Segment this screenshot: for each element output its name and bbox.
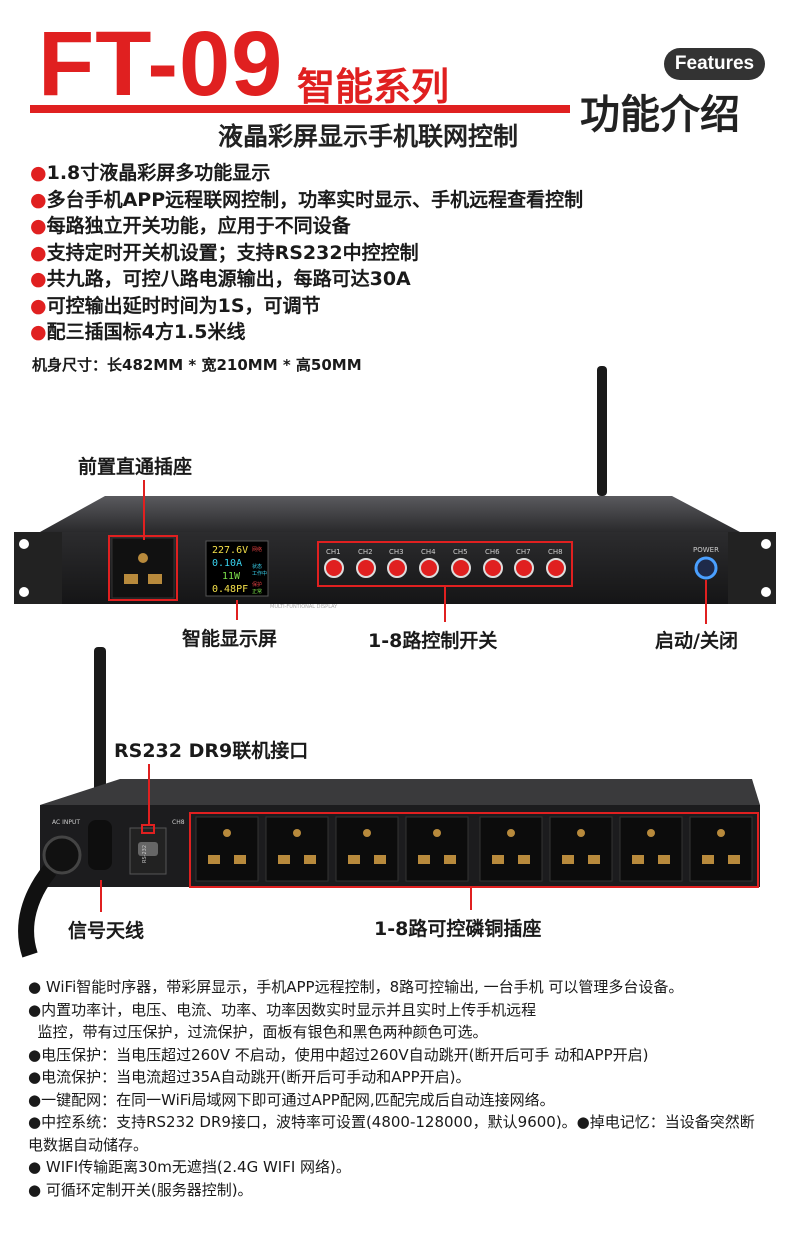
- rear-panel-image: AC INPUT CH8 RS-232: [18, 647, 760, 958]
- label-power: 启动/关闭: [655, 630, 738, 652]
- ch-switch-icon: [483, 558, 503, 578]
- ch-switch-icon: [546, 558, 566, 578]
- outlet-icon: [619, 816, 683, 882]
- ch-label: CH1: [326, 548, 341, 556]
- svg-text:保护: 保护: [252, 581, 262, 588]
- bullet-icon: ●: [30, 162, 47, 184]
- header-underline: [30, 105, 570, 113]
- feature-item: ●配三插国标4方1.5米线: [30, 321, 246, 343]
- ch-label: CH3: [389, 548, 404, 556]
- label-switches: 1-8路控制开关: [368, 630, 498, 652]
- svg-text:工作中: 工作中: [252, 570, 267, 577]
- description-line: ● WiFi智能时序器，带彩屏显示，手机APP远程控制，8路可控输出, 一台手机…: [28, 978, 684, 996]
- outlet-icon: [405, 816, 469, 882]
- front-panel-image: MULTI-FUNTIONAL DISPLAY 227.6V 0.10A 11W…: [14, 366, 776, 610]
- bullet-icon: ●: [30, 294, 47, 317]
- svg-text:网络: 网络: [252, 546, 262, 553]
- dimensions-text: 机身尺寸：长482MM * 宽210MM * 高50MM: [32, 356, 362, 374]
- svg-text:正常: 正常: [252, 588, 262, 595]
- antenna-icon: [597, 366, 607, 496]
- socket-icon: [138, 553, 148, 563]
- outlet-icon: [265, 816, 329, 882]
- description-line: ●电流保护：当电流超过35A自动跳开(断开后可手动和APP开启)。: [28, 1068, 471, 1086]
- feature-item: ●共九路，可控八路电源输出，每路可达30A: [30, 268, 411, 290]
- ch-label: CH6: [485, 548, 500, 556]
- description-line: ● WIFI传输距离30m无遮挡(2.4G WIFI 网络)。: [28, 1158, 351, 1176]
- bullet-icon: ●: [30, 268, 47, 290]
- ch-text: CH8: [172, 819, 185, 826]
- feature-item: ●多台手机APP远程联网控制，功率实时显示、手机远程查看控制: [30, 188, 584, 211]
- ch-label: CH2: [358, 548, 373, 556]
- header-subtitle: 液晶彩屏显示手机联网控制: [218, 122, 519, 151]
- bullet-icon: ●: [30, 215, 47, 237]
- ch-label: CH5: [453, 548, 468, 556]
- display-screen: [205, 540, 269, 597]
- model-title: FT-09: [38, 13, 284, 115]
- power-cord-icon: [42, 835, 82, 875]
- ch-switch-icon: [419, 558, 439, 578]
- description-line: ●内置功率计，电压、电流、功率、功率因数实时显示并且实时上传手机远程: [28, 1000, 537, 1019]
- feature-item: ●支持定时开关机设置；支持RS232中控控制: [30, 241, 419, 264]
- ch-switch-icon: [356, 558, 376, 578]
- outlet-icon: [335, 816, 399, 882]
- label-front-socket: 前置直通插座: [78, 456, 193, 478]
- bullet-icon: ●: [30, 241, 47, 264]
- ch-switch-icon: [387, 558, 407, 578]
- description-block: ● WiFi智能时序器，带彩屏显示，手机APP远程控制，8路可控输出, 一台手机…: [28, 976, 768, 1201]
- label-rs232: RS232 DR9联机接口: [114, 740, 309, 762]
- power-caption: POWER: [693, 546, 719, 554]
- label-outlets: 1-8路可控磷铜插座: [374, 918, 542, 940]
- power-button-icon: [694, 556, 718, 580]
- feature-item: ●1.8寸液晶彩屏多功能显示: [30, 162, 271, 184]
- label-antenna: 信号天线: [68, 920, 145, 942]
- outlet-icon: [689, 816, 753, 882]
- description-line: 监控，带有过压保护，过流保护，面板有银色和黑色两种颜色可选。: [28, 1023, 488, 1041]
- ac-input-text: AC INPUT: [52, 819, 80, 826]
- outlet-icon: [479, 816, 543, 882]
- features-pill: Features: [664, 48, 765, 80]
- description-line: ●一键配网：在同一WiFi局域网下即可通过APP配网,匹配完成后自动连接网络。: [28, 1090, 555, 1109]
- ch-label: CH7: [516, 548, 531, 556]
- feature-list: ●1.8寸液晶彩屏多功能显示 ●多台手机APP远程联网控制，功率实时显示、手机远…: [30, 160, 583, 346]
- bullet-icon: ●: [30, 188, 47, 211]
- bullet-icon: ●: [30, 321, 47, 343]
- svg-text:227.6V: 227.6V: [212, 545, 248, 556]
- display-caption: MULTI-FUNTIONAL DISPLAY: [270, 604, 338, 610]
- features-title: 功能介绍: [580, 92, 740, 138]
- svg-text:11W: 11W: [222, 571, 241, 582]
- ch-label: CH8: [548, 548, 563, 556]
- svg-text:RS-232: RS-232: [142, 845, 148, 863]
- ch-switch-icon: [451, 558, 471, 578]
- feature-item: ●每路独立开关功能，应用于不同设备: [30, 215, 351, 237]
- ch-label: CH4: [421, 548, 436, 556]
- description-line: ● 可循环定制开关(服务器控制)。: [28, 1180, 253, 1199]
- series-title: 智能系列: [297, 65, 450, 109]
- feature-item: ●可控输出延时时间为1S，可调节: [30, 294, 321, 317]
- svg-text:状态: 状态: [252, 563, 262, 570]
- description-line: ●中控系统：支持RS232 DR9接口，波特率可设置(4800-128000，默…: [28, 1113, 755, 1154]
- description-line: ●电压保护：当电压超过260V 不启动，使用中超过260V自动跳开(断开后可手 …: [28, 1045, 649, 1064]
- outlet-icon: [195, 816, 259, 882]
- ch-switch-icon: [514, 558, 534, 578]
- svg-text:0.10A: 0.10A: [212, 558, 242, 569]
- ch-switch-icon: [324, 558, 344, 578]
- outlet-icon: [549, 816, 613, 882]
- svg-text:0.48PF: 0.48PF: [212, 584, 248, 595]
- label-display: 智能显示屏: [182, 628, 278, 650]
